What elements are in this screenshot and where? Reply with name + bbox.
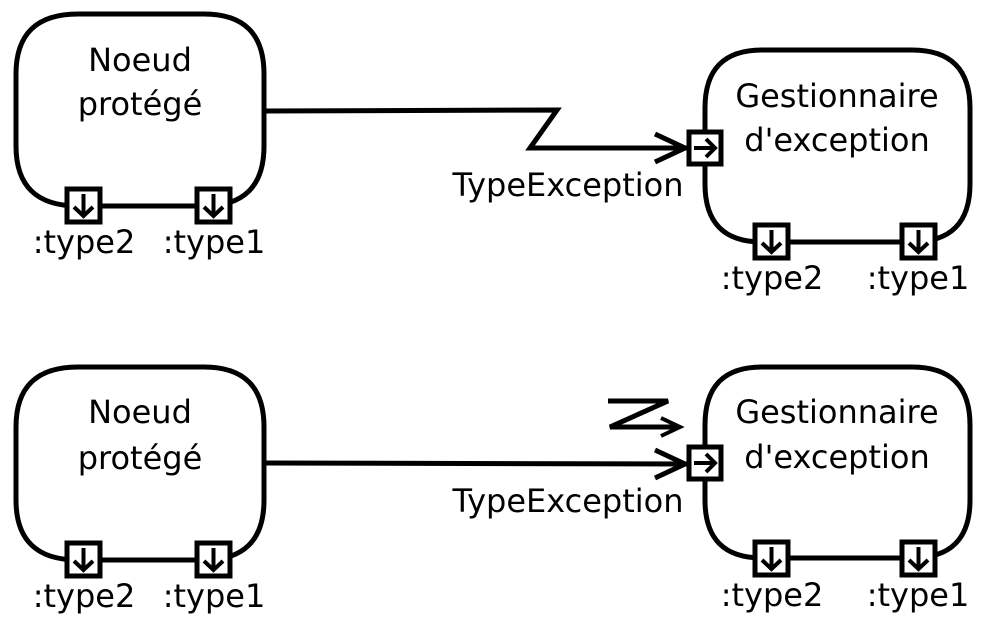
down-arrow-icon <box>907 547 930 572</box>
down-arrow-icon <box>72 194 95 219</box>
handler-node-title-line2: d'exception <box>744 121 930 159</box>
output-pin-type2 <box>752 222 791 261</box>
handler-node-title-line1: Gestionnaire <box>735 77 938 115</box>
diagram-top: Noeud protégé :type2 :type1 Gestionnaire… <box>13 11 973 297</box>
arrowhead-icon <box>653 131 691 165</box>
pin-label-type1: :type1 <box>163 223 266 261</box>
pin-label-type1: :type1 <box>163 577 266 615</box>
exception-edge-top: TypeException <box>263 107 691 204</box>
pin-label-type2: :type2 <box>33 577 136 615</box>
edge-label-type-exception: TypeException <box>452 166 684 204</box>
output-pin-type1 <box>194 186 233 225</box>
down-arrow-icon <box>907 230 930 255</box>
protected-node-title-line1: Noeud <box>88 41 192 79</box>
output-pin-type1 <box>899 539 938 578</box>
protected-node-title-line2: protégé <box>78 85 203 123</box>
exception-edge-bottom: TypeException <box>263 398 691 520</box>
output-pin-type2 <box>64 540 103 579</box>
handler-node-bottom: Gestionnaire d'exception :type2 :type1 <box>686 364 973 614</box>
down-arrow-icon <box>760 230 783 255</box>
output-pin-type2 <box>752 539 791 578</box>
pin-label-type1: :type1 <box>867 576 970 614</box>
down-arrow-icon <box>202 194 225 219</box>
pin-label-type2: :type2 <box>33 223 136 261</box>
output-pin-type2 <box>64 186 103 225</box>
down-arrow-icon <box>760 547 783 572</box>
pin-label-type2: :type2 <box>721 259 824 297</box>
output-pin-type1 <box>194 540 233 579</box>
input-pin-exception <box>686 444 724 482</box>
right-arrow-icon <box>694 452 718 474</box>
pin-label-type2: :type2 <box>721 576 824 614</box>
handler-node-title-line1: Gestionnaire <box>735 393 938 431</box>
right-arrow-icon <box>694 137 718 159</box>
protected-node-top: Noeud protégé :type2 :type1 <box>13 11 267 261</box>
exception-interrupt-edge <box>263 107 687 151</box>
handler-node-top: Gestionnaire d'exception :type2 :type1 <box>686 47 973 297</box>
down-arrow-icon <box>72 548 95 573</box>
down-arrow-icon <box>202 548 225 573</box>
arrowhead-icon <box>653 447 691 481</box>
protected-node-title-line1: Noeud <box>88 393 192 431</box>
protected-node-title-line2: protégé <box>78 439 203 477</box>
protected-node-bottom: Noeud protégé :type2 :type1 <box>13 364 267 615</box>
output-pin-type1 <box>899 222 938 261</box>
handler-node-title-line2: d'exception <box>744 438 930 476</box>
interrupt-lightning-icon <box>608 398 678 430</box>
exception-edge-line <box>263 460 688 467</box>
interrupt-arrowhead-icon <box>660 416 685 438</box>
diagram-bottom: Noeud protégé :type2 :type1 Gestionnaire… <box>13 364 973 615</box>
edge-label-type-exception: TypeException <box>452 482 684 520</box>
pin-label-type1: :type1 <box>867 259 970 297</box>
input-pin-exception <box>686 129 724 167</box>
